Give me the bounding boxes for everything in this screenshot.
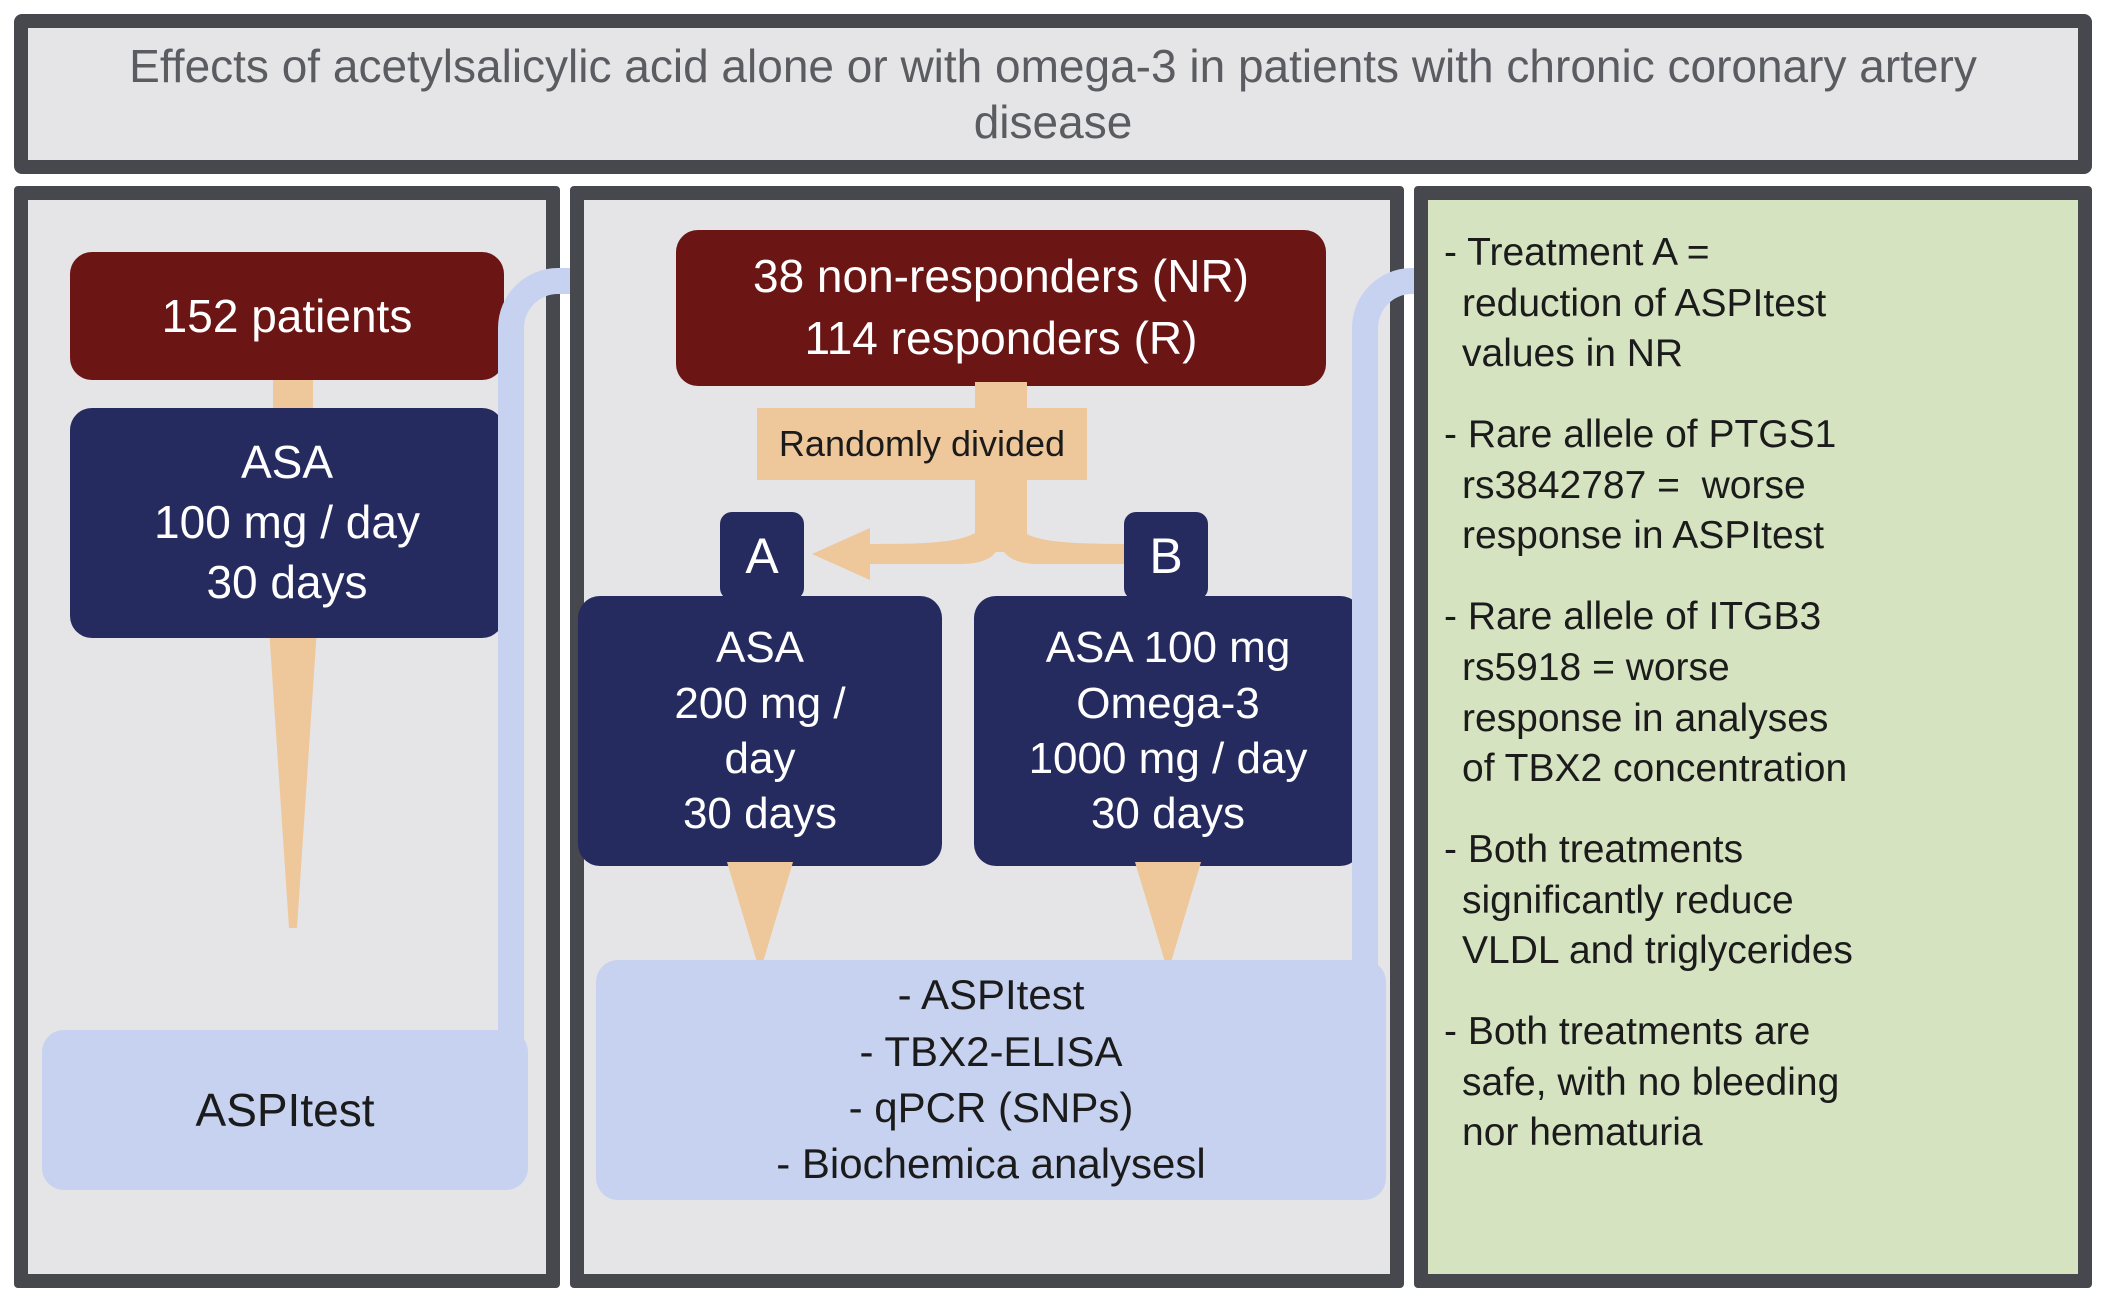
arm-b-line-3: 30 days: [1090, 789, 1246, 839]
left-treatment-box: ASA 100 mg / day 30 days: [70, 408, 504, 638]
methods-line-0: - ASPItest: [897, 971, 1085, 1019]
classification-line-0: 38 non-responders (NR): [752, 250, 1249, 303]
title-panel: Effects of acetylsalicylic acid alone or…: [14, 14, 2092, 174]
methods-line-1: - TBX2-ELISA: [859, 1027, 1123, 1075]
randomization-label-text: Randomly divided: [778, 423, 1066, 464]
result-item-3: - Both treatments significantly reduce V…: [1444, 827, 1853, 973]
result-item-0: - Treatment A = reduction of ASPItest va…: [1444, 231, 1827, 376]
page-title: Effects of acetylsalicylic acid alone or…: [129, 39, 1977, 148]
methods-line-2: - qPCR (SNPs): [848, 1084, 1134, 1131]
enrollment-box: 152 patients: [70, 252, 504, 380]
left-treatment-line-0: ASA: [240, 436, 334, 489]
tan-arrow-arm-a-to-methods: [727, 862, 793, 972]
arm-a-line-3: 30 days: [682, 789, 838, 839]
arm-a-box: ASA 200 mg / day 30 days: [578, 596, 942, 866]
methods-box: - ASPItest - TBX2-ELISA - qPCR (SNPs) - …: [596, 960, 1386, 1200]
arm-a-badge: A: [720, 512, 804, 600]
left-treatment-line-2: 30 days: [206, 555, 368, 608]
arm-a-badge-label: A: [745, 528, 779, 584]
arm-b-badge: B: [1124, 512, 1208, 600]
tan-arrow-arm-b-to-methods: [1135, 862, 1201, 972]
randomization-label-box: Randomly divided: [757, 408, 1087, 480]
result-item-1: - Rare allele of PTGS1 rs3842787 = worse…: [1444, 413, 1837, 558]
result-item-2: - Rare allele of ITGB3 rs5918 = worse re…: [1444, 595, 1848, 791]
results-panel: [1414, 186, 2092, 1288]
arm-b-line-1: Omega-3: [1076, 678, 1260, 728]
arm-b-line-2: 1000 mg / day: [1028, 734, 1308, 783]
left-assay-line-0: ASPItest: [195, 1084, 375, 1136]
arm-a-line-2: day: [724, 734, 796, 783]
enrollment-line-0: 152 patients: [161, 290, 413, 342]
methods-line-3: - Biochemica analysesl: [776, 1140, 1206, 1188]
arm-b-line-0: ASA 100 mg: [1045, 623, 1291, 673]
classification-box: 38 non-responders (NR) 114 responders (R…: [676, 230, 1326, 386]
arm-b-badge-label: B: [1149, 528, 1183, 584]
result-item-4: - Both treatments are safe, with no blee…: [1444, 1009, 1840, 1155]
arm-a-line-1: 200 mg /: [674, 678, 846, 728]
left-assay-box: ASPItest: [42, 1030, 528, 1190]
tan-arrow-treatment-to-assay: [265, 568, 321, 928]
classification-line-1: 114 responders (R): [804, 312, 1198, 364]
arm-b-box: ASA 100 mg Omega-3 1000 mg / day 30 days: [974, 596, 1362, 866]
results-list: - Treatment A = reduction of ASPItest va…: [1444, 210, 2064, 1270]
left-treatment-line-1: 100 mg / day: [154, 496, 420, 549]
arm-a-line-0: ASA: [715, 623, 805, 673]
